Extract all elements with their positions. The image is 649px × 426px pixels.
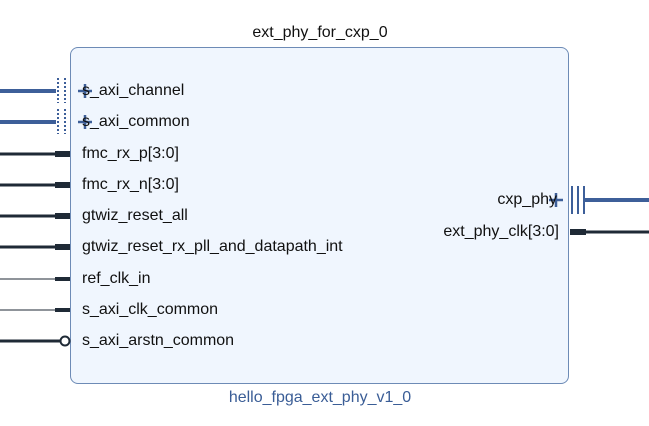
port-label-ext-phy-clk: ext_phy_clk[3:0]	[443, 223, 559, 240]
expand-plus-icon[interactable]	[549, 193, 563, 207]
block-instance-name: ext_phy_for_cxp_0	[252, 24, 388, 41]
port-label-gtwiz-reset-rx-pll: gtwiz_reset_rx_pll_and_datapath_int	[82, 238, 343, 255]
port-label-cxp-phy: cxp_phy	[497, 191, 557, 208]
port-label-s-axi-clk-common: s_axi_clk_common	[82, 301, 219, 318]
active-low-bubble-icon	[59, 335, 71, 347]
expand-plus-icon[interactable]	[78, 115, 92, 129]
port-label-s-axi-common: s_axi_common	[82, 113, 190, 130]
cxp-phy-pin[interactable]	[549, 186, 649, 214]
port-label-s-axi-arstn-common: s_axi_arstn_common	[82, 332, 235, 349]
port-label-fmc-rx-n: fmc_rx_n[3:0]	[82, 176, 179, 193]
port-label-gtwiz-reset-all: gtwiz_reset_all	[82, 207, 188, 224]
block-ip-name: hello_fpga_ext_phy_v1_0	[228, 389, 412, 406]
s-axi-channel-pin[interactable]	[0, 78, 92, 103]
s-axi-arstn-common-pin[interactable]	[0, 335, 71, 347]
s-axi-common-pin[interactable]	[0, 109, 92, 134]
expand-plus-icon[interactable]	[78, 84, 92, 98]
ip-block[interactable]	[70, 47, 569, 384]
port-label-ref-clk-in: ref_clk_in	[82, 270, 151, 287]
port-label-s-axi-channel: s_axi_channel	[82, 82, 185, 99]
port-label-fmc-rx-p: fmc_rx_p[3:0]	[82, 145, 179, 162]
